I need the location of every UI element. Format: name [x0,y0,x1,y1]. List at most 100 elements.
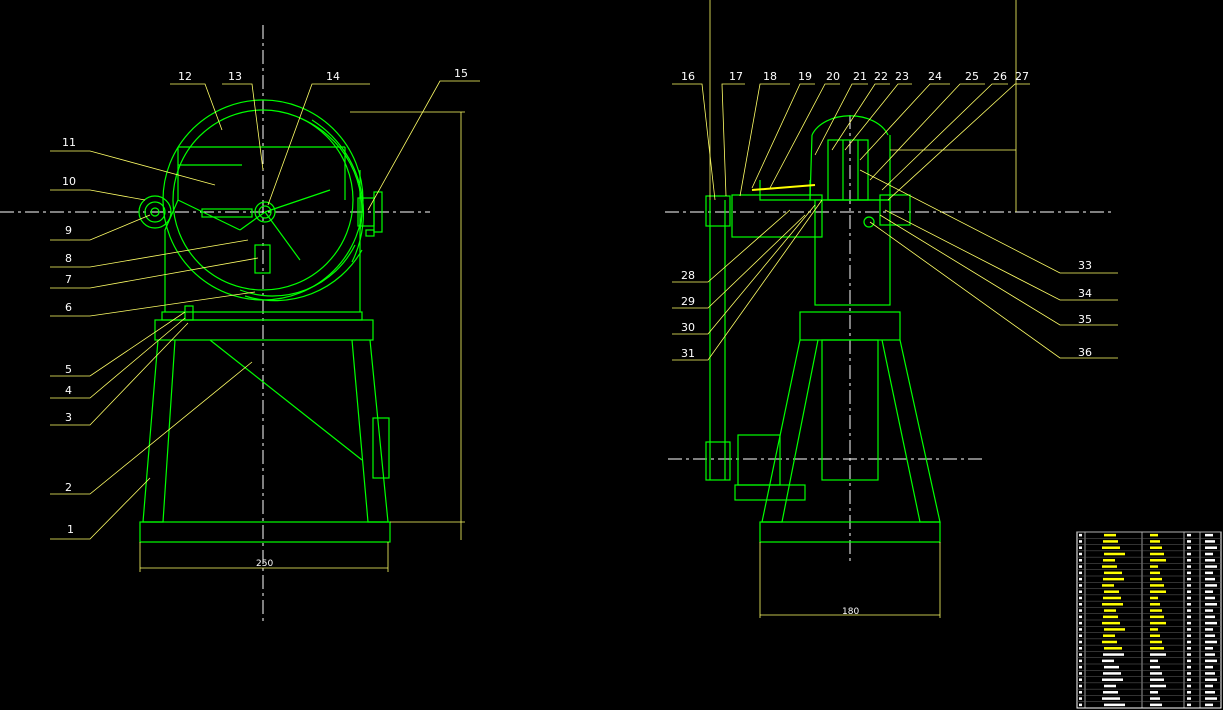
part-label-8: 8 [65,252,72,265]
bom-cell-mark [1079,653,1082,656]
housing-guard-arc [299,117,363,231]
bom-cell-mark [1205,584,1217,587]
bom-cell-mark [1104,703,1125,707]
leader-29 [672,214,806,309]
leader-22 [831,83,890,151]
bom-cell-mark [1079,640,1082,644]
bom-cell-mark [1150,634,1160,637]
bom-cell-mark [1102,659,1114,663]
part-label-4: 4 [65,384,72,397]
leader-31 [672,199,823,361]
bom-cell-mark [1079,647,1082,650]
leader-21 [814,83,868,156]
bom-cell-mark [1150,691,1158,694]
bom-cell-mark [1205,640,1217,644]
bom-cell-mark [1102,697,1120,700]
bom-cell-mark [1079,533,1082,537]
leader-26 [881,83,1008,191]
leader-1 [50,477,151,540]
part-label-14: 14 [326,70,340,83]
bom-cell-mark [1079,691,1082,694]
bom-cell-mark [1150,571,1160,575]
bom-cell-mark [1102,546,1120,549]
bom-cell-mark [1205,533,1213,537]
bom-cell-mark [1079,659,1082,663]
side-right-flange [879,194,911,226]
side-labels: 16 17 18 19 20 21 22 23 24 25 26 27 28 2… [681,70,1092,360]
bom-cell-mark [1187,621,1191,625]
bom-cell-mark [1079,697,1082,700]
bom-cell-mark [1205,621,1217,625]
front-dimensions [139,111,465,572]
discharge-block [254,244,271,274]
bom-cell-mark [1150,565,1158,568]
hopper-slope [177,199,241,231]
leader-17 [721,83,745,197]
stand-right-leg [351,339,389,523]
bom-cell-mark [1205,665,1213,669]
part-label-5: 5 [65,363,72,376]
bom-cell-mark [1187,596,1191,600]
leader-12 [170,83,223,131]
bom-cell-mark [1102,678,1123,681]
gear-box [827,139,869,201]
front-view [0,25,430,625]
bom-cell-mark [1079,621,1082,625]
part-label-9: 9 [65,224,72,237]
bom-cell-mark [1079,546,1082,549]
part-label-20: 20 [826,70,840,83]
bom-cell-mark [1150,665,1160,669]
bom-cell-mark [1187,552,1191,556]
part-label-19: 19 [798,70,812,83]
part-label-16: 16 [681,70,695,83]
mount-plate [161,311,363,321]
leader-19 [751,83,815,189]
motor-pulley [705,441,731,481]
bom-cell-mark [1205,615,1215,619]
bom-cell-mark [1205,546,1217,549]
part-label-13: 13 [228,70,242,83]
leader-15 [367,80,480,211]
bom-cell-mark [1079,559,1082,562]
bom-cell-mark [1150,703,1162,707]
rotor-blade-3 [239,211,266,231]
bom-cell-mark [1103,540,1118,543]
gear-cap-arc [811,115,889,136]
pulley-inner [150,207,160,217]
bom-cell-mark [1187,590,1191,593]
part-label-15: 15 [454,67,468,80]
part-label-24: 24 [928,70,942,83]
leader-5 [50,311,186,377]
bom-cell-mark [1205,559,1215,562]
bom-cell-mark [1187,703,1191,707]
rotor-blade-1 [264,189,331,213]
side-leaders [672,83,1118,361]
part-label-30: 30 [681,321,695,334]
bom-cell-mark [1187,665,1191,669]
bom-cell-mark [1103,691,1118,694]
housing-guard-arc-outer [311,119,365,263]
leader-14 [267,83,370,206]
stand-side-box [372,417,390,479]
side-highlights [751,184,816,191]
side-small-bolt [863,216,875,228]
leader-4 [50,317,186,399]
bom-cell-mark [1187,678,1191,681]
bom-cell-mark [1150,609,1162,612]
bom-cell-mark [1150,559,1166,562]
part-label-22: 22 [874,70,888,83]
bom-cell-mark [1187,533,1191,537]
leader-35 [879,214,1118,326]
bom-cell-mark [1187,577,1191,581]
part-label-17: 17 [729,70,743,83]
leader-36 [869,221,1118,359]
part-label-3: 3 [65,411,72,424]
bom-cell-mark [1205,552,1213,556]
bom-cell-mark [1205,653,1215,656]
leader-33 [859,169,1118,274]
bom-cell-mark [1205,577,1215,581]
bom-cell-mark [1103,653,1124,656]
bom-cell-mark [1104,647,1122,650]
part-label-10: 10 [62,175,76,188]
bom-cell-mark [1187,565,1191,568]
